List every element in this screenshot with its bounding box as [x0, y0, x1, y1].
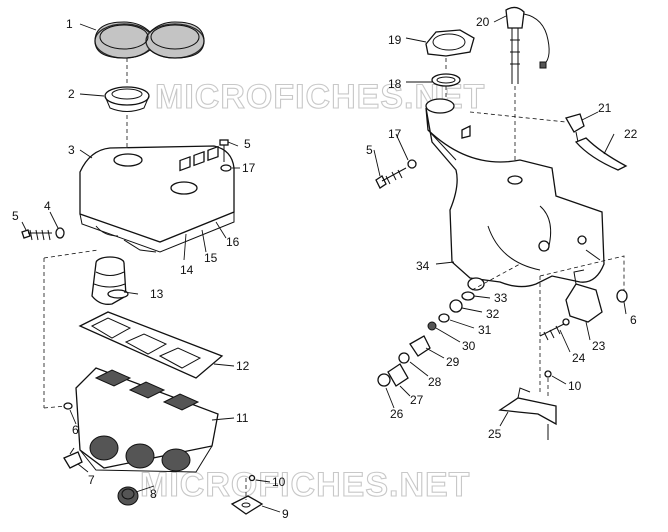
bolt-cover [219, 139, 232, 172]
callout-17-cover: 17 [242, 161, 256, 175]
vent-fitting [565, 113, 585, 143]
drain-fitting [63, 447, 83, 469]
vent-hose [574, 137, 628, 171]
callout-6-left: 6 [72, 423, 79, 437]
callout-32: 32 [486, 307, 500, 321]
bolt-left [21, 227, 65, 241]
callout-17-tank: 17 [388, 127, 402, 141]
callout-7: 7 [88, 473, 95, 487]
callout-3: 3 [68, 143, 75, 157]
callout-6-tank: 6 [630, 313, 637, 327]
callout-16: 16 [226, 235, 240, 249]
callout-19: 19 [388, 33, 402, 47]
callout-34: 34 [416, 259, 430, 273]
callout-33: 33 [494, 291, 508, 305]
air-box-gasket [78, 311, 224, 379]
callout-28: 28 [428, 375, 442, 389]
callout-24: 24 [572, 351, 586, 365]
callout-23: 23 [592, 339, 606, 353]
callout-labels: 1 2 3 4 5 5 17 16 15 14 13 12 11 6 7 8 9… [12, 15, 638, 521]
callout-15: 15 [204, 251, 218, 265]
mount-bracket-tank [498, 370, 557, 440]
fuel-sender [505, 6, 550, 84]
callout-11: 11 [236, 411, 249, 425]
callout-10-left: 10 [272, 475, 286, 489]
callout-30: 30 [462, 339, 476, 353]
callout-9: 9 [282, 507, 289, 521]
callout-18: 18 [388, 77, 402, 91]
callout-14: 14 [180, 263, 194, 277]
callout-27: 27 [410, 393, 424, 407]
valve-screw [539, 318, 570, 341]
callout-29: 29 [446, 355, 460, 369]
fuel-cap-gasket [431, 73, 461, 87]
clip-left [63, 402, 73, 410]
callout-8: 8 [150, 487, 157, 501]
callout-22: 22 [624, 127, 638, 141]
callout-31: 31 [478, 323, 492, 337]
callout-13: 13 [150, 287, 164, 301]
air-box-base [75, 367, 219, 473]
callout-12: 12 [236, 359, 250, 373]
callout-4: 4 [44, 199, 51, 213]
callout-5-cover: 5 [244, 137, 251, 151]
carburetor-boot [91, 256, 129, 305]
mount-bracket-lower [230, 474, 264, 515]
callout-2: 2 [68, 87, 75, 101]
fuel-petcock-stack [377, 291, 475, 387]
bolt-tank [375, 159, 417, 189]
fuel-tank [425, 98, 605, 291]
callout-25: 25 [488, 427, 502, 441]
fuel-valve [565, 269, 628, 323]
callout-20: 20 [476, 15, 490, 29]
leader-lines [21, 15, 627, 513]
callout-26: 26 [390, 407, 404, 421]
air-intake-coupler [104, 86, 150, 112]
callout-5-tank: 5 [366, 143, 373, 157]
callout-10-tank: 10 [568, 379, 582, 393]
fuel-cap [425, 29, 475, 57]
callout-21: 21 [598, 101, 612, 115]
callout-5-left: 5 [12, 209, 19, 223]
callout-1: 1 [66, 17, 73, 31]
drain-cap [117, 486, 139, 506]
air-filter-element [94, 21, 205, 59]
air-box-cover [79, 145, 235, 253]
